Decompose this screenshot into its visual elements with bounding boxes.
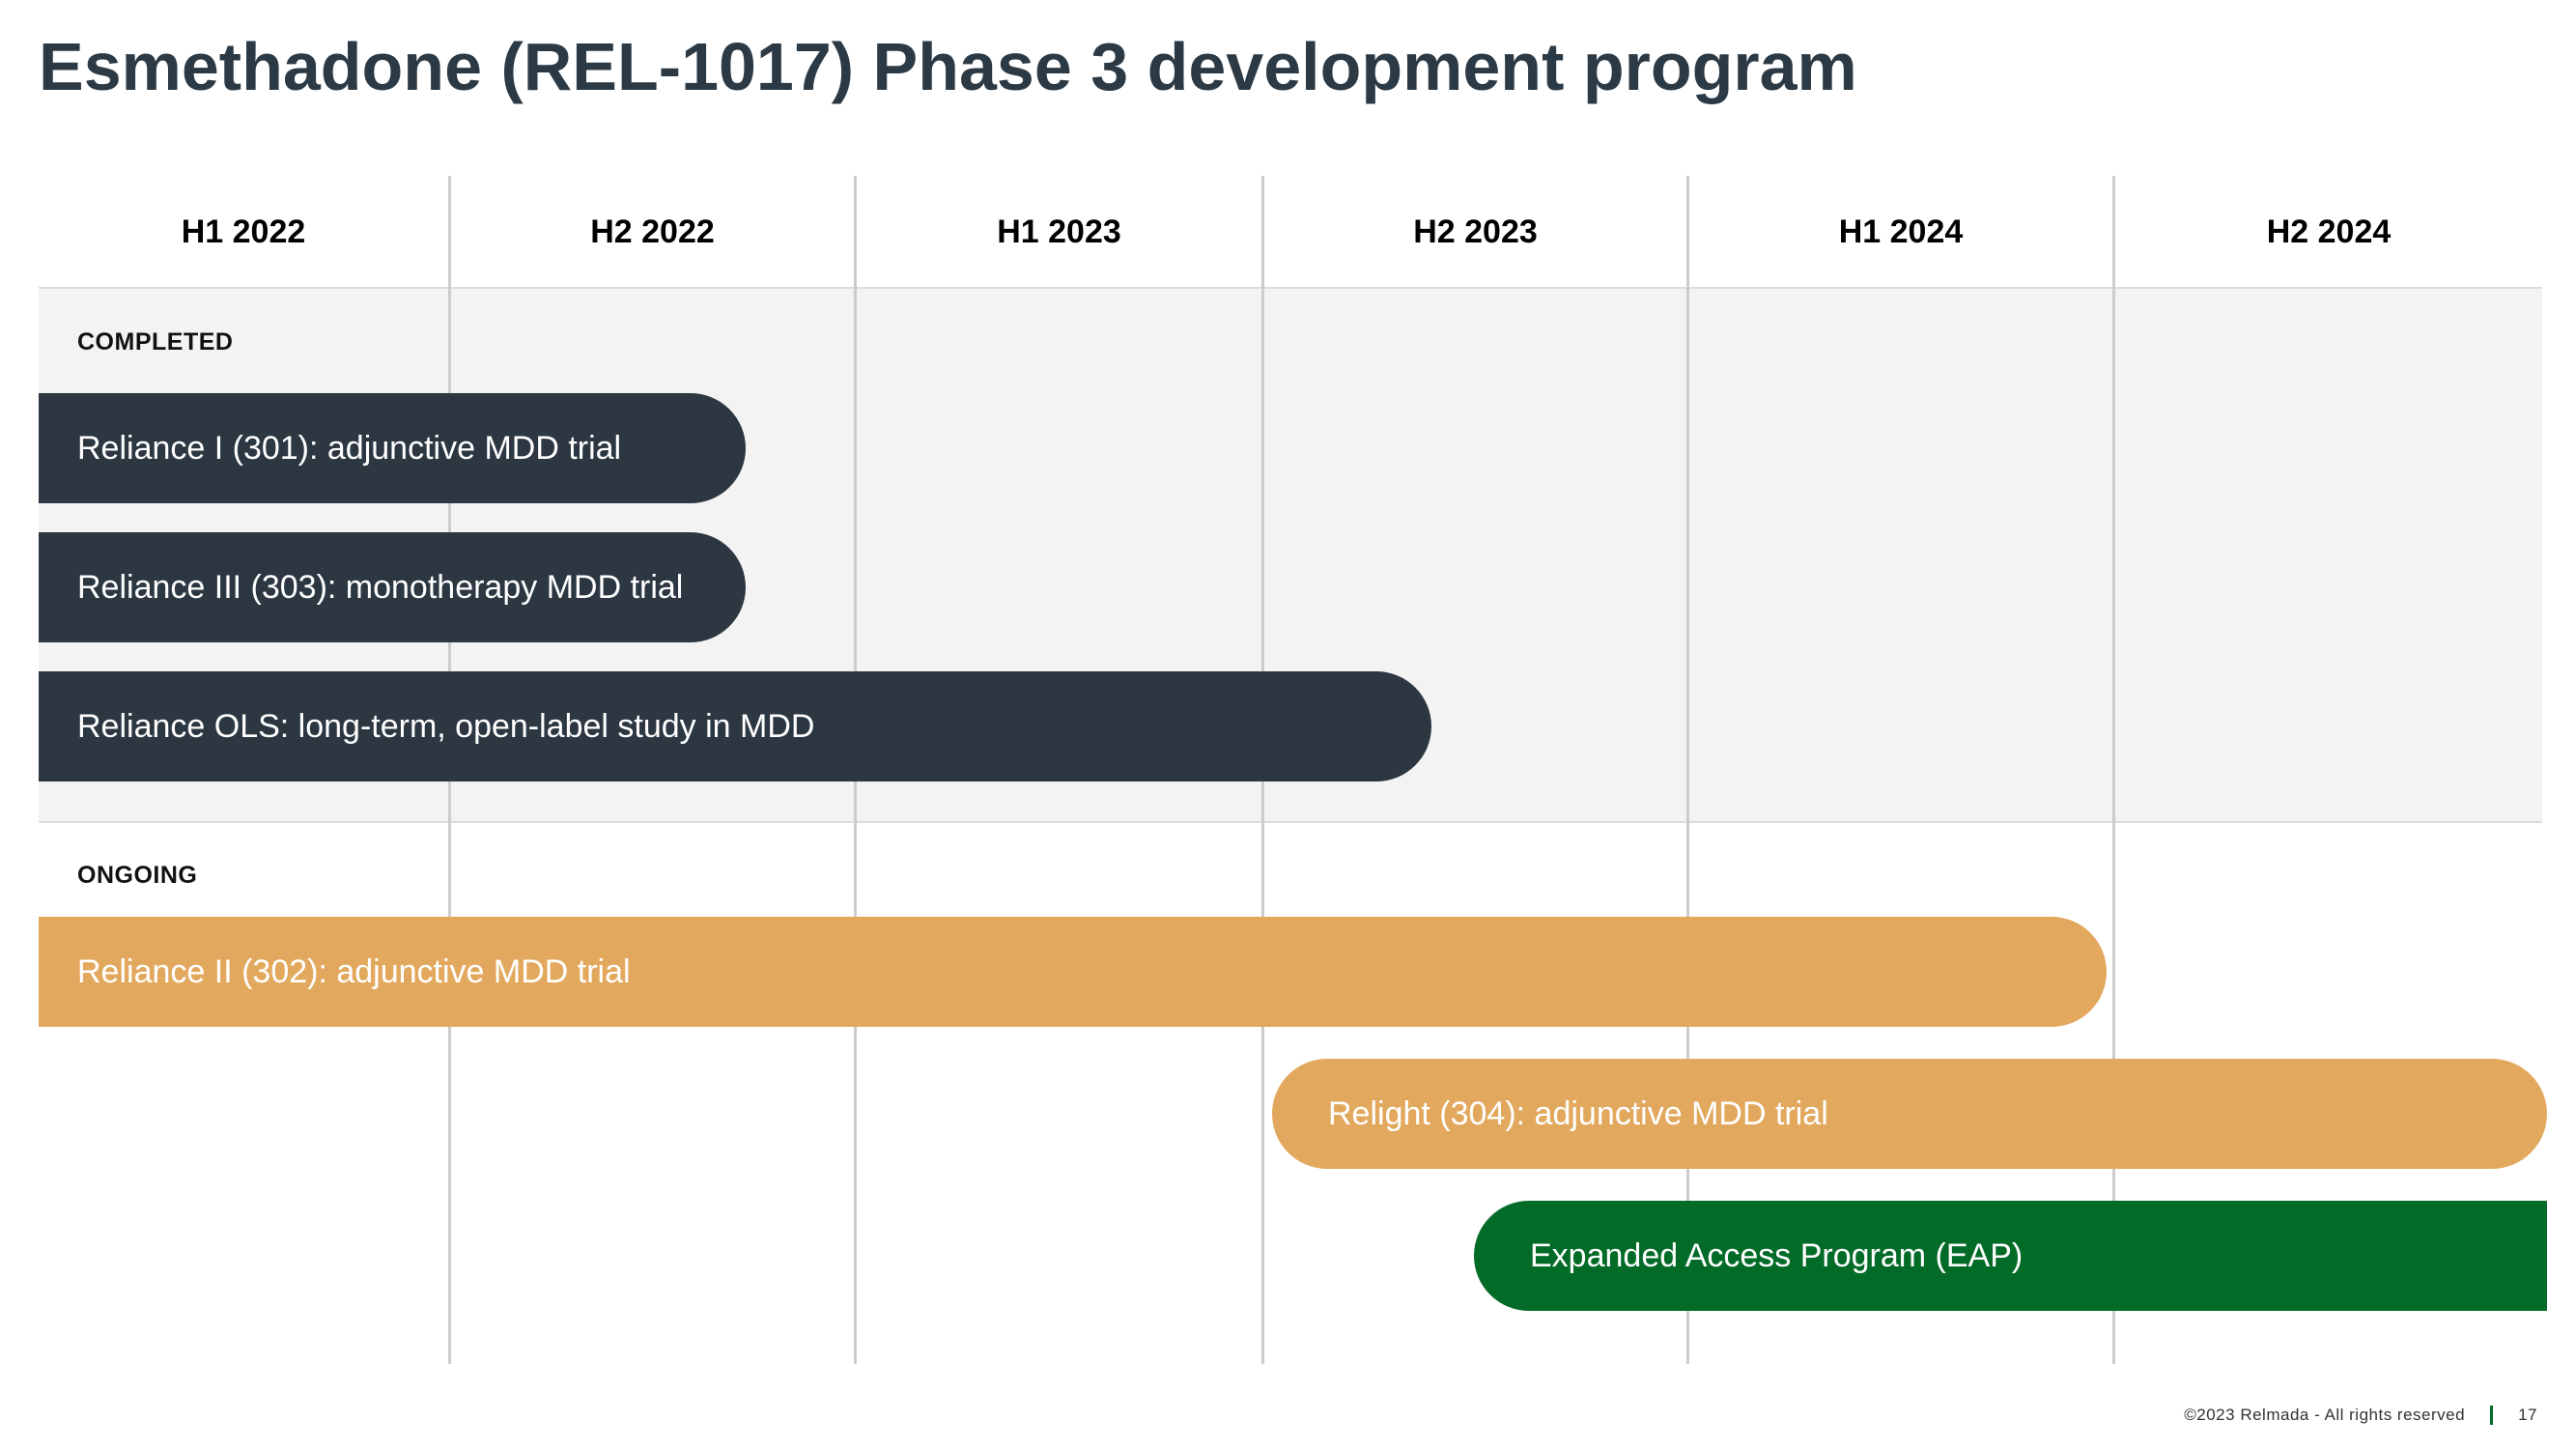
trial-label: Reliance I (301): adjunctive MDD trial xyxy=(77,429,622,467)
trial-label: Relight (304): adjunctive MDD trial xyxy=(1328,1094,1828,1132)
program-bar-eap: Expanded Access Program (EAP) xyxy=(1474,1201,2547,1311)
trial-label: Reliance II (302): adjunctive MDD trial xyxy=(77,952,631,990)
page-number: 17 xyxy=(2518,1406,2537,1424)
period-header-h2-2023: H2 2023 xyxy=(1413,213,1538,250)
timeline-gridline xyxy=(2112,176,2115,1364)
completed-section-label: COMPLETED xyxy=(77,328,234,355)
trial-bar-reliance-3: Reliance III (303): monotherapy MDD tria… xyxy=(39,532,746,642)
trial-label: Reliance III (303): monotherapy MDD tria… xyxy=(77,568,684,606)
period-header-h1-2024: H1 2024 xyxy=(1838,213,1964,250)
footer: ©2023 Relmada - All rights reserved 17 xyxy=(2184,1406,2537,1425)
period-header-h1-2023: H1 2023 xyxy=(997,213,1121,250)
copyright-text: ©2023 Relmada - All rights reserved xyxy=(2184,1406,2466,1424)
period-header-h2-2024: H2 2024 xyxy=(2266,213,2392,250)
trial-label: Reliance OLS: long-term, open-label stud… xyxy=(77,707,815,745)
trial-bar-reliance-2: Reliance II (302): adjunctive MDD trial xyxy=(39,917,2107,1027)
timeline-gridline xyxy=(1686,176,1689,1364)
trial-bar-reliance-1: Reliance I (301): adjunctive MDD trial xyxy=(39,393,746,503)
trial-bar-reliance-ols: Reliance OLS: long-term, open-label stud… xyxy=(39,671,1431,781)
page-title: Esmethadone (REL-1017) Phase 3 developme… xyxy=(39,29,1857,104)
period-header-h1-2022: H1 2022 xyxy=(181,213,306,250)
program-label: Expanded Access Program (EAP) xyxy=(1530,1236,2024,1274)
footer-divider xyxy=(2490,1406,2494,1425)
section-divider xyxy=(39,821,2542,823)
header-divider xyxy=(39,287,2542,289)
period-header-h2-2022: H2 2022 xyxy=(590,213,715,250)
ongoing-section-label: ONGOING xyxy=(77,862,198,889)
trial-bar-relight: Relight (304): adjunctive MDD trial xyxy=(1272,1059,2547,1169)
